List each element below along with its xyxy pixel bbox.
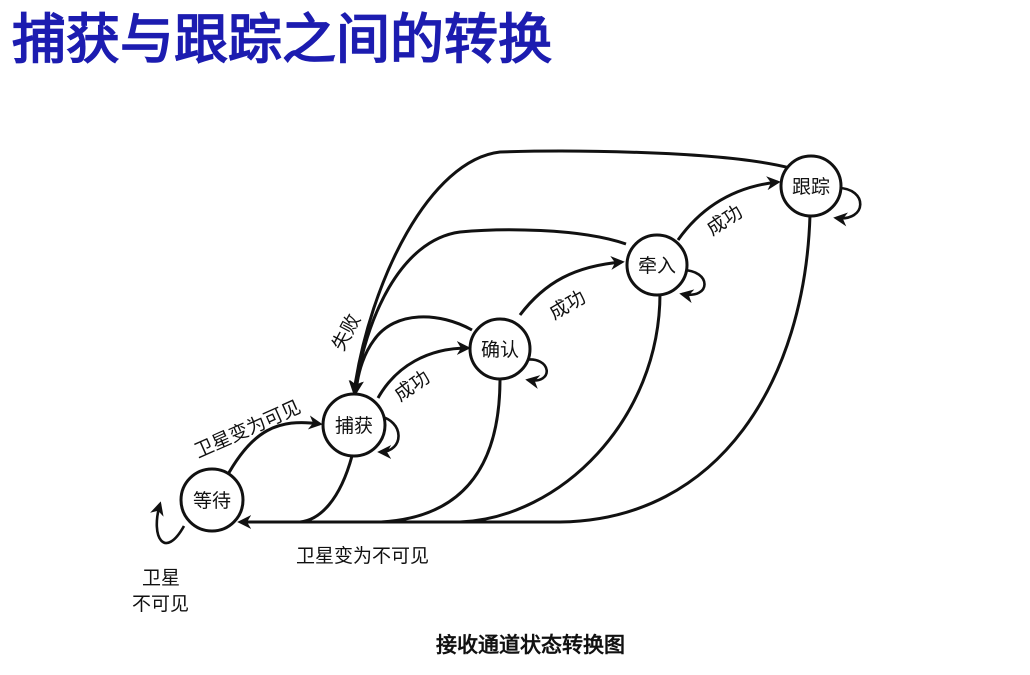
edge-pullin-to-track xyxy=(676,176,781,241)
node-acquire-label: 捕获 xyxy=(335,415,373,437)
node-wait-label: 等待 xyxy=(193,490,231,512)
edge-confirm-to-wait xyxy=(379,378,502,524)
self-loop-pullin xyxy=(679,268,706,304)
node-confirm: 确认 xyxy=(468,317,532,381)
edge-wait-to-acquire xyxy=(224,415,323,479)
edge-pullin-to-wait xyxy=(459,292,662,524)
edge-acquire-to-confirm xyxy=(376,341,471,399)
label-invisible: 卫星变为不可见 xyxy=(296,545,429,567)
label-fail: 失败 xyxy=(328,310,365,354)
self-loop-wait xyxy=(150,501,186,545)
edge-confirm-to-pullin xyxy=(518,255,625,316)
diagram-caption: 接收通道状态转换图 xyxy=(436,633,625,657)
edge-pullin-fail xyxy=(349,228,627,395)
node-pullin: 牵入 xyxy=(625,233,689,297)
node-track: 跟踪 xyxy=(779,154,843,218)
edge-track-to-wait xyxy=(559,214,812,524)
edge-acquire-to-wait xyxy=(299,455,354,524)
self-loop-confirm xyxy=(523,358,548,389)
node-pullin-label: 牵入 xyxy=(638,255,676,277)
node-confirm-label: 确认 xyxy=(481,339,519,361)
node-wait: 等待 xyxy=(179,467,245,533)
self-loop-track xyxy=(833,186,862,227)
label-self-loop-2: 不可见 xyxy=(132,593,189,615)
label-visible: 卫星变为可见 xyxy=(191,396,304,462)
label-success-2: 成功 xyxy=(546,286,590,324)
page-title: 捕获与跟踪之间的转换 xyxy=(12,8,552,71)
node-track-label: 跟踪 xyxy=(792,176,830,198)
node-acquire: 捕获 xyxy=(321,392,387,458)
label-self-loop-1: 卫星 xyxy=(142,567,180,589)
edge-track-fail xyxy=(348,149,791,395)
